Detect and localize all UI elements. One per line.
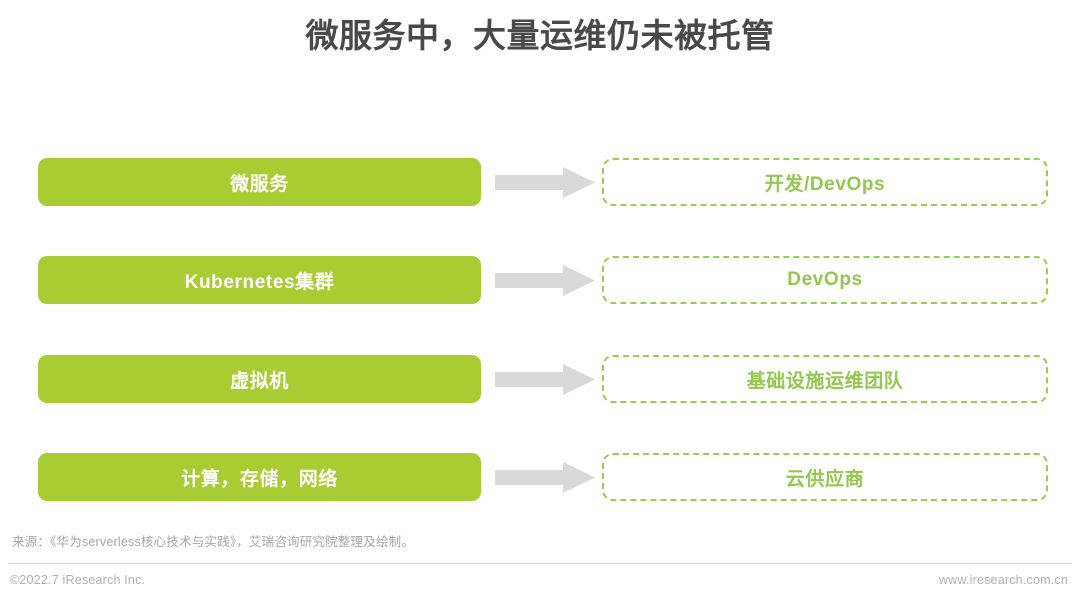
footer-divider	[8, 563, 1072, 564]
footer-copyright: ©2022.7 iResearch Inc.	[10, 573, 146, 587]
target-box-4[interactable]: 云供应商	[602, 453, 1048, 501]
source-box-label: Kubernetes集群	[184, 271, 335, 293]
arrow-right-icon	[495, 265, 595, 296]
footer-website: www.iresearch.com.cn	[938, 573, 1068, 587]
flow-row: 虚拟机 基础设施运维团队	[0, 355, 1080, 403]
target-box-2[interactable]: DevOps	[602, 256, 1048, 304]
flow-row: 计算，存储，网络 云供应商	[0, 453, 1080, 501]
arrow-right-icon	[495, 167, 595, 198]
source-box-label: 微服务	[230, 173, 289, 195]
flow-diagram: 微服务 开发/DevOps Kubernetes集群 DevOps 虚拟机	[0, 158, 1080, 501]
flow-row: Kubernetes集群 DevOps	[0, 256, 1080, 304]
source-box-2[interactable]: Kubernetes集群	[38, 256, 481, 304]
source-box-3[interactable]: 虚拟机	[38, 355, 481, 403]
target-box-1[interactable]: 开发/DevOps	[602, 158, 1048, 206]
flow-row: 微服务 开发/DevOps	[0, 158, 1080, 206]
source-box-label: 虚拟机	[230, 370, 289, 392]
target-box-3[interactable]: 基础设施运维团队	[602, 355, 1048, 403]
source-note: 来源：《华为serverless核心技术与实践》，艾瑞咨询研究院整理及绘制。	[12, 535, 415, 549]
target-box-label: 基础设施运维团队	[746, 370, 904, 392]
target-box-label: 云供应商	[785, 468, 865, 490]
arrow-right-icon	[495, 462, 595, 493]
arrow-right-icon	[495, 364, 595, 395]
target-box-label: 开发/DevOps	[764, 173, 886, 195]
source-box-1[interactable]: 微服务	[38, 158, 481, 206]
target-box-label: DevOps	[787, 269, 863, 290]
source-box-4[interactable]: 计算，存储，网络	[38, 453, 481, 501]
page-title: 微服务中，大量运维仍未被托管	[305, 17, 775, 54]
source-box-label: 计算，存储，网络	[181, 468, 338, 490]
